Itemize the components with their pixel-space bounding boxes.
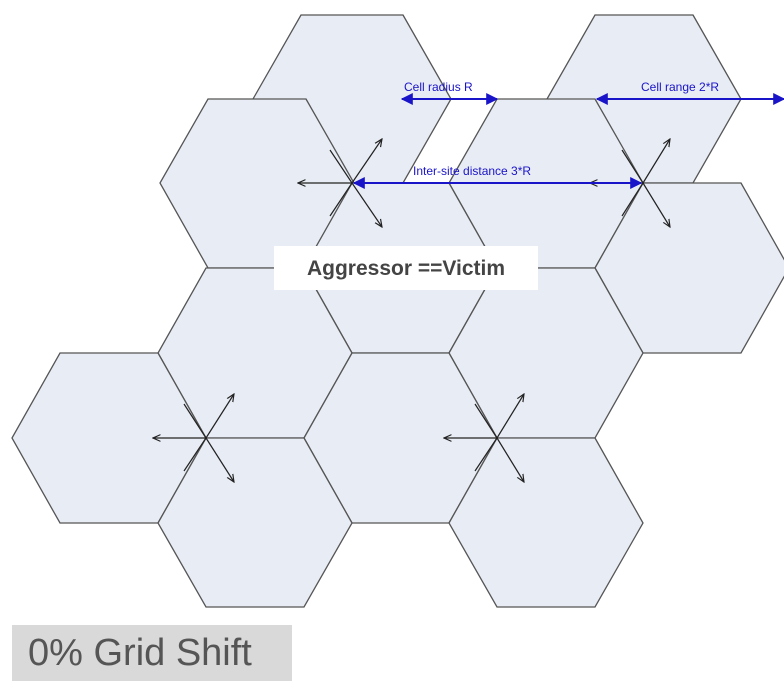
cell-range-label: Cell range 2*R	[641, 80, 719, 94]
dimension-annotations: Cell radius R Cell range 2*R Inter-site …	[352, 80, 784, 189]
cell-radius-label: Cell radius R	[404, 80, 473, 94]
site-antenna	[153, 394, 234, 482]
aggressor-victim-label: Aggressor ==Victim	[307, 257, 505, 280]
grid-shift-title: 0% Grid Shift	[12, 625, 292, 681]
hex-cells	[11, 14, 784, 608]
site-antenna	[298, 139, 382, 227]
center-label: Aggressor ==Victim	[274, 246, 538, 290]
site-antenna	[444, 394, 524, 482]
inter-site-distance-label: Inter-site distance 3*R	[413, 164, 531, 178]
